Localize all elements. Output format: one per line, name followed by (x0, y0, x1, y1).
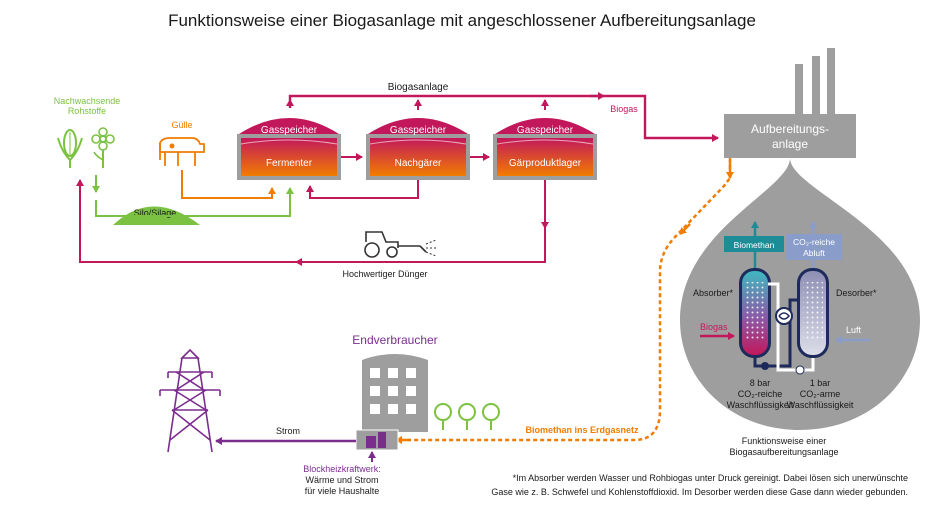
label-fermenter: Fermenter (266, 158, 313, 169)
label-rohstoffe: Rohstoffe (68, 106, 106, 116)
upgrading-plant-building (724, 48, 856, 158)
label-silo: Silo/Silage (134, 208, 177, 218)
building-endverbraucher (355, 354, 428, 451)
label-bhkw-2: Wärme und Strom (305, 475, 378, 485)
label-biogasanlage: Biogasanlage (388, 82, 449, 93)
footnote-1: *Im Absorber werden Wasser und Rohbiogas… (513, 473, 908, 483)
label-gaerproduktlager: Gärproduktlager (509, 158, 582, 169)
heat-exchanger-icon (775, 307, 793, 325)
tank-nachgaerer (366, 118, 470, 180)
label-biomethan-netz: Biomethan ins Erdgasnetz (525, 425, 639, 435)
label-endverbraucher: Endverbraucher (352, 333, 437, 347)
flow-biomethan-grid (400, 158, 732, 442)
label-desorber: Desorber* (836, 288, 877, 298)
liquid-loop-rich (753, 298, 800, 368)
label-1bar-3: Waschflüssigkeit (787, 400, 854, 410)
trees-icon (434, 403, 500, 430)
label-co2-abluft-1: CO₂-reiche (793, 237, 835, 247)
label-nachwachsende: Nachwachsende (54, 96, 121, 106)
label-luft: Luft (846, 325, 862, 335)
caption-2: Biogasaufbereitungsanlage (729, 447, 838, 457)
label-bhkw-3: für viele Haushalte (305, 486, 380, 496)
flow-silo-to-fermenter (95, 187, 294, 217)
renewable-plants-icon (57, 127, 115, 168)
tractor-icon (364, 231, 438, 258)
box-biomethan (724, 236, 784, 252)
liquid-loop-lean (768, 282, 815, 372)
label-gasspeicher-3: Gasspeicher (517, 125, 574, 136)
label-bhkw-1: Blockheizkraftwerk: (303, 464, 381, 474)
tank-gaerproduktlager (493, 118, 597, 180)
label-8bar-1: 8 bar (750, 378, 771, 388)
label-co2-abluft-2: Abluft (803, 248, 825, 258)
label-aufbereitung-1: Aufbereitungs- (751, 122, 829, 136)
label-1bar-2: CO₂-arme (800, 389, 841, 399)
cow-icon (159, 137, 205, 166)
power-pylon-icon (159, 348, 221, 453)
label-8bar-3: Waschflüssigkeit (727, 400, 794, 410)
flow-recirculation (306, 180, 419, 199)
label-nachgaerer: Nachgärer (395, 158, 442, 169)
label-8bar-2: CO₂-reiche (738, 389, 783, 399)
label-biomethan: Biomethan (734, 240, 775, 250)
caption-1: Funktionsweise einer (742, 436, 827, 446)
label-gasspeicher-2: Gasspeicher (390, 125, 447, 136)
label-duenger: Hochwertiger Dünger (342, 269, 427, 279)
heat-exchanger-symbol (778, 312, 790, 320)
label-gasspeicher-1: Gasspeicher (261, 125, 318, 136)
label-absorber: Absorber* (693, 288, 734, 298)
pump-rich-icon (761, 362, 769, 370)
page-title: Funktionsweise einer Biogasanlage mit an… (168, 11, 756, 30)
tank-fermenter (237, 118, 341, 180)
flow-guelle-to-fermenter (181, 170, 276, 199)
label-biogas-top: Biogas (610, 104, 638, 114)
desorber-column (797, 268, 829, 358)
grid-arrow-diag (679, 223, 691, 235)
absorber-column (739, 268, 771, 358)
label-aufbereitung-2: anlage (772, 137, 808, 151)
label-1bar-1: 1 bar (810, 378, 831, 388)
label-biogas-in: Biogas (700, 322, 728, 332)
pump-lean-icon (795, 365, 805, 375)
box-co2-abluft (786, 234, 842, 260)
label-strom: Strom (276, 426, 300, 436)
label-guelle: Gülle (171, 120, 192, 130)
footnote-2: Gase wie z. B. Schwefel und Kohlenstoffd… (491, 487, 908, 497)
